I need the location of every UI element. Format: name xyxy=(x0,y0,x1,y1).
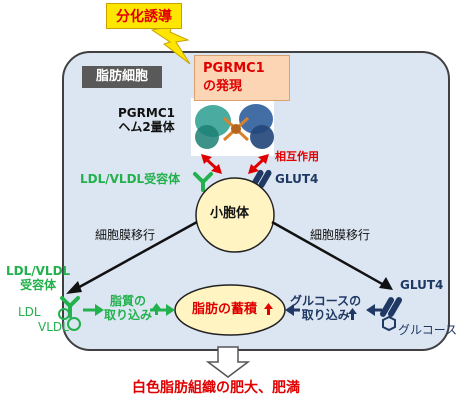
pgrmc1-expression-line2: の発現 xyxy=(203,79,243,94)
pgrmc1-expression-line1: PGRMC1 xyxy=(203,61,265,76)
lipid-uptake-line1: 脂質の xyxy=(110,294,147,308)
glut4-outer-label: GLUT4 xyxy=(400,278,444,292)
dimer-label: PGRMC1 ヘム2量体 xyxy=(118,106,175,135)
vesicle-shape xyxy=(195,177,275,253)
induction-label: 分化誘導 xyxy=(106,3,182,29)
lipid-uptake-label: 脂質の 取り込み xyxy=(104,294,152,323)
ldl-label: LDL xyxy=(18,305,41,319)
ldl-receptor-inner-label: LDL/VLDL受容体 xyxy=(80,172,181,186)
glucose-uptake-line1: グルコースの xyxy=(290,294,362,308)
fat-accumulation-label: 脂肪の蓄積 xyxy=(192,302,258,317)
ldl-receptor-outer-line2: 受容体 xyxy=(20,278,57,293)
ldl-receptor-icon xyxy=(193,172,213,192)
glucose-label: グルコース xyxy=(398,323,458,337)
interaction-label: 相互作用 xyxy=(275,150,319,163)
vldl-label: VLDL xyxy=(38,320,69,334)
glucose-arrow xyxy=(285,304,294,316)
result-arrow-icon xyxy=(205,346,251,378)
glucose-icon xyxy=(382,315,396,332)
induction-text: 分化誘導 xyxy=(116,9,172,25)
pgrmc1-expression-box: PGRMC1 の発現 xyxy=(194,55,290,101)
glucose-uptake-label: グルコースの 取り込み xyxy=(290,294,361,323)
translocation-arrow-left xyxy=(73,220,198,292)
result-label: 白色脂肪組織の肥大、肥満 xyxy=(132,380,300,396)
translocation-arrow-right xyxy=(271,220,385,287)
vesicle-label: 小胞体 xyxy=(210,206,250,221)
glut4-outer-icon xyxy=(380,297,402,317)
ldl-receptor-outer-icon xyxy=(60,296,80,318)
ldl-receptor-outer-line1: LDL/VLDL xyxy=(6,264,71,278)
glucose-uptake-line2: 取り込み xyxy=(301,308,350,323)
cell-label: 脂肪細胞 xyxy=(82,66,162,88)
lipid-arrow xyxy=(166,304,175,316)
ldl-particle-icon xyxy=(58,308,70,320)
dimer-label-line1: PGRMC1 xyxy=(118,106,175,120)
lipid-uptake-line2: 取り込み xyxy=(104,308,153,323)
translocation-left-label: 細胞膜移行 xyxy=(95,228,156,242)
heme-dimer-illustration xyxy=(191,98,274,156)
vldl-particle-icon xyxy=(67,317,81,331)
dimer-label-line2: ヘム2量体 xyxy=(118,120,175,135)
interaction-arrows xyxy=(201,154,269,174)
ldl-receptor-outer-label: LDL/VLDL 受容体 xyxy=(6,264,70,293)
translocation-right-label: 細胞膜移行 xyxy=(310,228,371,242)
glut4-inner-label: GLUT4 xyxy=(275,172,319,186)
cell-label-text: 脂肪細胞 xyxy=(95,69,148,84)
